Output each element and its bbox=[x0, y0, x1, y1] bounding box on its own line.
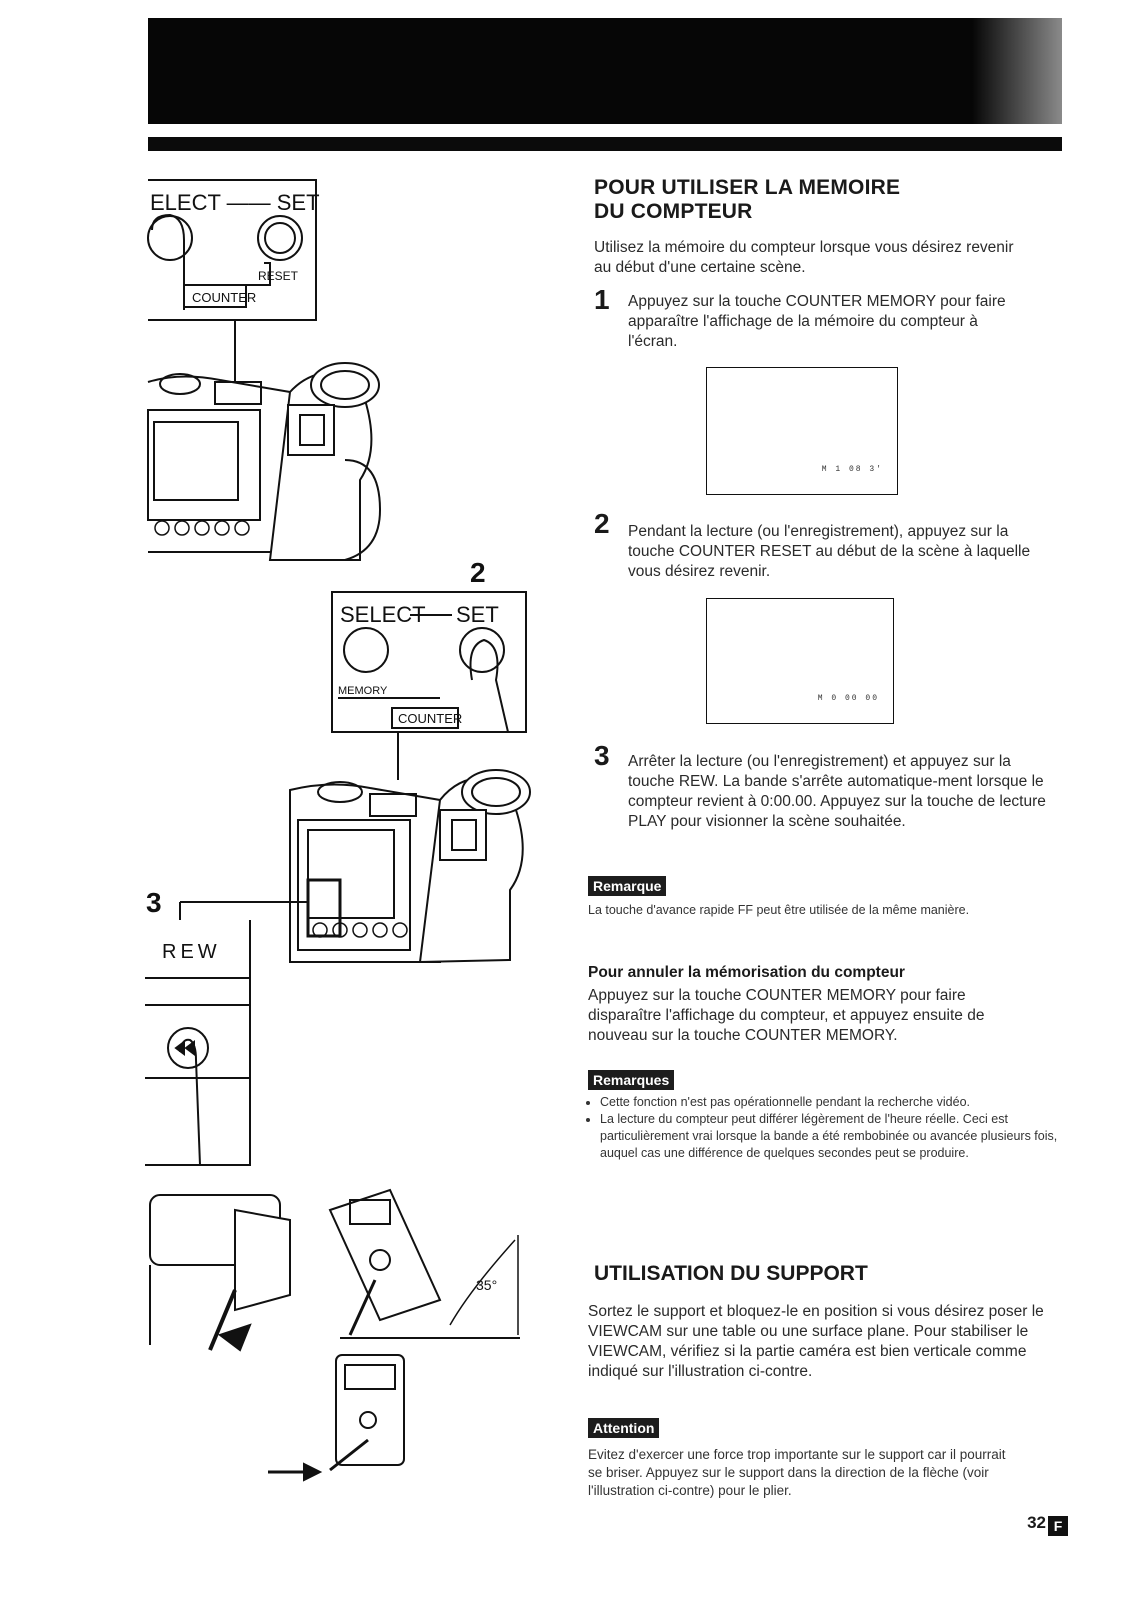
counter-screen-1-readout: M 1 08 3' bbox=[821, 465, 883, 474]
angle-label: 35° bbox=[476, 1277, 497, 1293]
counter-screen-1: M 1 08 3' bbox=[706, 367, 898, 495]
counter-screen-2-readout: M 0 00 00 bbox=[817, 694, 879, 703]
remarks-badge: Remarques bbox=[588, 1070, 675, 1090]
rew-panel bbox=[145, 920, 251, 1166]
remarks-item: La lecture du compteur peut différer lég… bbox=[600, 1111, 1060, 1162]
camcorder-1 bbox=[147, 362, 382, 561]
step-1-number: 1 bbox=[594, 284, 610, 315]
step-1-text: Appuyez sur la touche COUNTER MEMORY pou… bbox=[628, 293, 1006, 350]
top-panel-counter-label: COUNTER bbox=[192, 290, 256, 305]
section1-intro: Utilisez la mémoire du compteur lorsque … bbox=[594, 239, 1014, 276]
section1-title: POUR UTILISER LA MEMOIRE DU COMPTEUR bbox=[594, 176, 900, 224]
attention-badge: Attention bbox=[588, 1418, 660, 1438]
camcorder-2 bbox=[179, 769, 531, 964]
counter-screen-2: M 0 00 00 bbox=[706, 598, 894, 724]
section1-title-line2: DU COMPTEUR bbox=[594, 200, 753, 223]
remark-badge: Remarque bbox=[588, 876, 667, 896]
page-number-value: 32 bbox=[1027, 1513, 1046, 1532]
label-step-3: 3 bbox=[146, 887, 162, 918]
step-3-text: Arrêter la lecture (ou l'enregistrement)… bbox=[628, 753, 1046, 830]
step-3-number: 3 bbox=[594, 740, 610, 771]
rew-label: REW bbox=[162, 941, 221, 963]
middle-panel-counter-label: COUNTER bbox=[398, 711, 462, 726]
header-rule bbox=[148, 137, 1062, 151]
step-2-text: Pendant la lecture (ou l'enregistrement)… bbox=[628, 523, 1031, 580]
header-band bbox=[148, 18, 1062, 124]
remarks-list: Cette fonction n'est pas opérationnelle … bbox=[588, 1094, 1060, 1162]
top-panel-select-set-label: ELECT —— SET bbox=[150, 190, 320, 215]
remarks-item: Cette fonction n'est pas opérationnelle … bbox=[600, 1094, 1060, 1111]
middle-panel-set-label: SET bbox=[456, 602, 499, 627]
section1-title-line1: POUR UTILISER LA MEMOIRE bbox=[594, 176, 901, 199]
attention-badge-label: Attention bbox=[588, 1418, 660, 1438]
language-badge: F bbox=[1048, 1516, 1068, 1536]
section2-title: UTILISATION DU SUPPORT bbox=[594, 1262, 868, 1285]
attention-text: Evitez d'exercer une force trop importan… bbox=[588, 1447, 1006, 1498]
support-illustration-1 bbox=[149, 1194, 291, 1352]
remark-badge-label: Remarque bbox=[588, 876, 667, 896]
top-panel-reset-label: RESET bbox=[258, 269, 299, 283]
remark-text: La touche d'avance rapide FF peut être u… bbox=[588, 903, 970, 917]
support-illustration-3 bbox=[268, 1354, 405, 1482]
support-illustration-2 bbox=[328, 1188, 520, 1339]
middle-panel-memory-label: MEMORY bbox=[338, 685, 388, 697]
label-step-2: 2 bbox=[470, 557, 486, 588]
cancel-text: Appuyez sur la touche COUNTER MEMORY pou… bbox=[588, 987, 985, 1044]
step-2-number: 2 bbox=[594, 508, 610, 539]
section2-text: Sortez le support et bloquez-le en posit… bbox=[588, 1303, 1044, 1380]
cancel-heading: Pour annuler la mémorisation du compteur bbox=[588, 964, 905, 981]
top-control-panel bbox=[147, 179, 317, 382]
camcorder-illustrations: ELECT —— SET RESET COUNTER 2 SELECT SET … bbox=[145, 179, 531, 1482]
remarks-badge-label: Remarques bbox=[588, 1070, 675, 1090]
